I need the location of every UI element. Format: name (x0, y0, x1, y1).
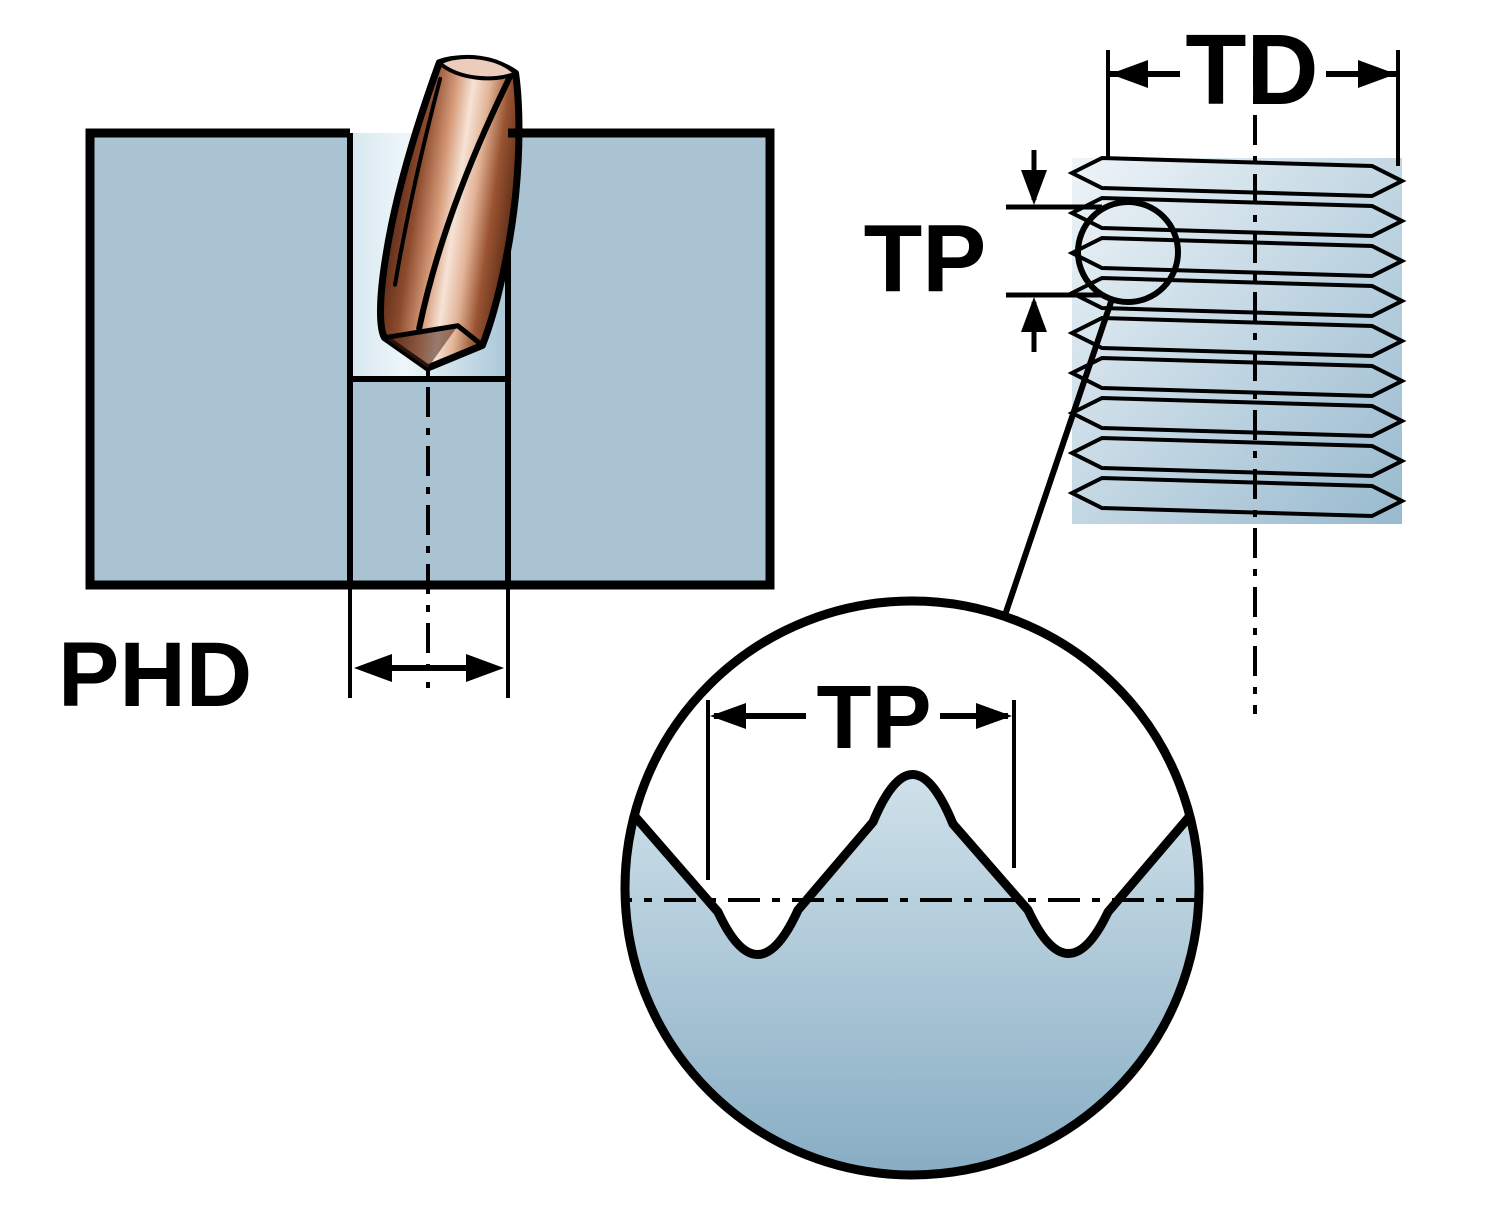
detail-circle-border (620, 596, 1204, 1180)
thread-row (1067, 195, 1407, 239)
tp-detail-dimension: TP (706, 668, 1016, 880)
td-arrow-left-icon (1110, 60, 1148, 88)
phd-label: PHD (58, 624, 252, 726)
thread-row (1067, 395, 1407, 439)
tp-detail-label: TP (816, 668, 931, 768)
tool-cutting-edge (384, 323, 484, 348)
thread-profile-detail: TP (620, 596, 1204, 1180)
thread-row (1067, 155, 1407, 199)
thread-row (1067, 275, 1407, 319)
phd-arrow-right-icon (466, 654, 504, 682)
thread-mill-tool (377, 55, 523, 372)
threaded-hole-section (1067, 56, 1407, 714)
thread-profile-rows (1067, 155, 1407, 519)
thread-row (1067, 235, 1407, 279)
thread-row (1067, 355, 1407, 399)
workpiece-border (85, 128, 775, 590)
td-label: TD (1185, 14, 1318, 126)
tool-flute-edge (416, 73, 514, 332)
thread-row (1067, 475, 1407, 519)
tp-detail-arrow-right-icon (976, 703, 1012, 729)
phd-arrow-left-icon (354, 654, 392, 682)
tp-arrow-up-icon (1021, 297, 1047, 332)
workpiece-section (85, 55, 775, 688)
detail-connector-line (1001, 298, 1115, 619)
detail-contents (629, 770, 1195, 1171)
tp-arrow-down-icon (1021, 170, 1047, 205)
phd-dimension: PHD (58, 585, 510, 726)
tool-top-face (435, 55, 520, 81)
tp-detail-arrow-left-icon (710, 703, 746, 729)
tp-label: TP (864, 205, 987, 312)
detail-callout-circle (1075, 199, 1181, 305)
thread-profile-outline (629, 770, 1195, 959)
tp-dimension: TP (864, 150, 1102, 352)
td-arrow-right-icon (1358, 60, 1396, 88)
thread-row (1067, 435, 1407, 479)
thread-profile-fill (629, 774, 1195, 1171)
thread-row (1067, 315, 1407, 359)
td-dimension: TD (1106, 14, 1400, 166)
tool-flute-edge-2 (393, 76, 443, 287)
threaded-block (1072, 158, 1402, 524)
